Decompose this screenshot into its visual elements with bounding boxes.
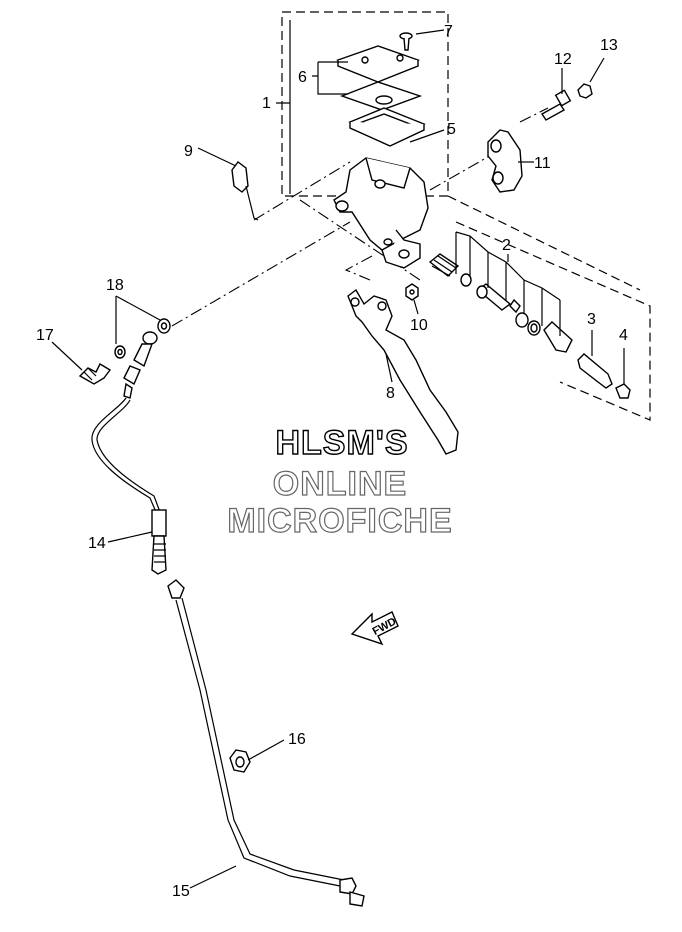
callout-15: 15: [172, 883, 190, 900]
part-2-piston-kit: [428, 231, 573, 353]
fwd-label: FWD: [371, 616, 399, 638]
part-4-cap: [615, 383, 631, 399]
callout-7: 7: [444, 23, 453, 40]
callout-12: 12: [554, 51, 572, 68]
callout-18: 18: [106, 277, 124, 294]
callout-14: 14: [88, 535, 106, 552]
part-12-bolt: [540, 89, 572, 121]
part-15-clutch-pipe: [167, 579, 365, 907]
callout-17: 17: [36, 327, 54, 344]
part-18-washer-a: [114, 345, 126, 359]
part-8-clutch-lever: [347, 288, 459, 455]
part-13-cap: [577, 83, 593, 99]
callout-10: 10: [410, 317, 428, 334]
fwd-direction-arrow: FWD: [350, 611, 399, 646]
callout-6: 6: [298, 69, 307, 86]
part-3-push-rod: [577, 353, 613, 389]
part-9-boot: [231, 161, 259, 221]
callout-5: 5: [447, 121, 456, 138]
clutch-hose: [91, 397, 161, 513]
callout-8: 8: [386, 385, 395, 402]
leader-lines: [51, 20, 625, 889]
part-10-nut: [405, 283, 419, 301]
part-18-washer-b: [157, 318, 171, 334]
part-5-diaphragm: [348, 107, 426, 147]
callout-3: 3: [587, 311, 596, 328]
part-11-holder: [487, 129, 523, 193]
callout-13: 13: [600, 37, 618, 54]
callout-4: 4: [619, 327, 628, 344]
part-17-union-bolt: [78, 363, 112, 385]
callout-16: 16: [288, 731, 306, 748]
watermark: HLSM'S ONLINE MICROFICHE: [227, 423, 453, 540]
watermark-line-1: HLSM'S: [275, 424, 408, 462]
part-7-screw: [399, 32, 413, 51]
callout-numbers: 1 2 3 4 5 6 7 8 9 10 11 12 13 14 15 16 1…: [36, 23, 628, 900]
part-6-reservoir-cap: [336, 45, 420, 83]
watermark-line-2: ONLINE: [273, 465, 407, 503]
part-6-diaphragm-plate: [339, 81, 423, 111]
callout-1: 1: [262, 95, 271, 112]
callout-9: 9: [184, 143, 193, 160]
callout-11: 11: [534, 155, 551, 172]
part-16-clamp: [229, 749, 251, 773]
watermark-line-3: MICROFICHE: [227, 502, 452, 540]
group-2-boundary: [447, 195, 651, 421]
hose-banjo-fitting: [123, 331, 158, 399]
callout-2: 2: [502, 237, 511, 254]
master-cylinder-body: [333, 157, 429, 269]
part-14-hose-fitting: [151, 509, 167, 575]
